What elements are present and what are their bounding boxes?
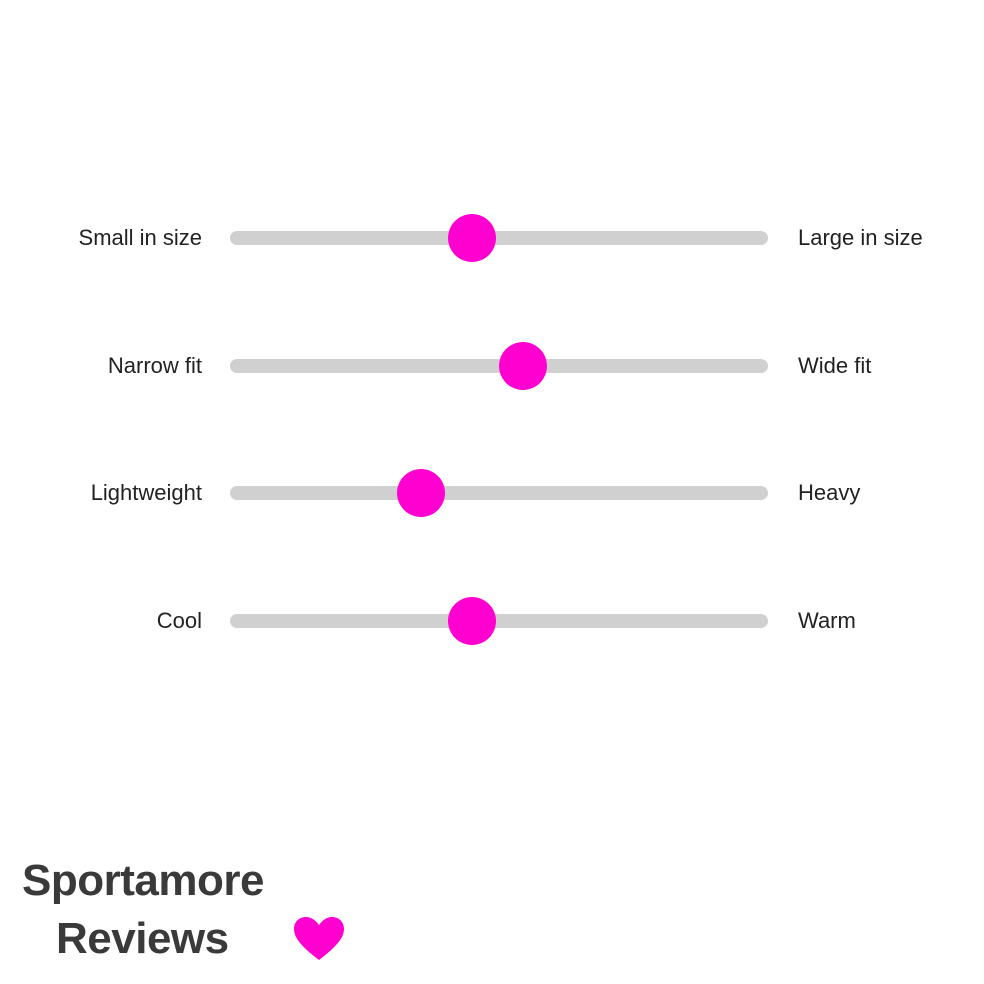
slider-fit-max-label: Wide fit <box>798 353 872 378</box>
slider-weight-max-label: Heavy <box>798 480 861 505</box>
slider-weight-min-label: Lightweight <box>90 480 202 505</box>
slider-size-min-label: Small in size <box>78 225 202 250</box>
slider-warmth-max-label: Warm <box>798 608 856 633</box>
slider-fit: Narrow fit Wide fit <box>0 341 984 391</box>
slider-size: Small in size Large in size <box>0 213 984 263</box>
slider-size-max-label: Large in size <box>798 225 923 250</box>
slider-weight: Lightweight Heavy <box>0 468 984 518</box>
brand-logo: Sportamore Reviews <box>22 856 344 966</box>
heart-icon <box>294 917 344 960</box>
brand-name: Sportamore <box>22 856 264 905</box>
slider-warmth: Cool Warm <box>0 596 984 646</box>
slider-fit-thumb[interactable] <box>499 342 548 390</box>
slider-warmth-track[interactable] <box>230 597 768 645</box>
slider-weight-thumb[interactable] <box>396 469 445 517</box>
slider-warmth-thumb[interactable] <box>448 597 497 645</box>
slider-weight-track[interactable] <box>230 469 768 517</box>
slider-fit-track[interactable] <box>230 342 768 390</box>
brand-subtitle: Reviews <box>56 914 229 963</box>
slider-fit-min-label: Narrow fit <box>107 353 202 378</box>
slider-size-track[interactable] <box>230 214 768 262</box>
slider-warmth-min-label: Cool <box>156 608 202 633</box>
slider-size-thumb[interactable] <box>448 214 497 262</box>
